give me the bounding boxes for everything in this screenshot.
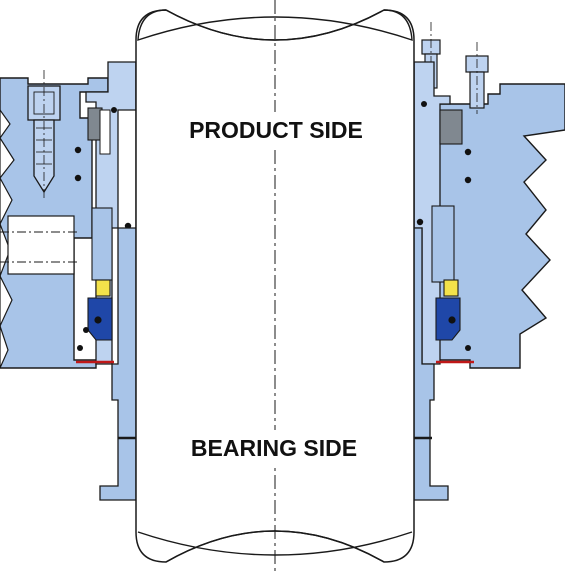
left-seal-assembly (76, 61, 137, 365)
left-seal-o-ring (94, 316, 102, 324)
left-gland-o-ring-4 (77, 345, 83, 351)
left-cap-screw (27, 70, 61, 200)
right-housing (421, 22, 565, 369)
left-pin (99, 109, 111, 155)
right-seal-face-yellow (443, 279, 459, 297)
left-seal-face-yellow (95, 279, 111, 297)
right-sleeve (413, 62, 449, 501)
left-spring-holder (91, 207, 113, 281)
left-housing-o-ring-2 (74, 174, 82, 182)
bearing-side-label-bg (166, 430, 386, 464)
right-seal-o-ring (448, 316, 456, 324)
right-housing-o-ring-1 (464, 148, 472, 156)
left-cross-bore (7, 215, 75, 275)
product-side-label: PRODUCT SIDE (189, 117, 363, 143)
left-housing (0, 70, 109, 369)
left-housing-o-ring-1 (74, 146, 82, 154)
right-spring-holder (431, 205, 455, 283)
left-sleeve (99, 62, 137, 501)
shaft-top-break (137, 9, 413, 41)
right-gland-o-ring-2 (416, 218, 424, 226)
right-housing-body (429, 83, 565, 369)
right-gland-o-ring-1 (421, 101, 427, 107)
left-gland-o-ring-1 (111, 107, 117, 113)
right-seal-ring-blue (435, 297, 461, 341)
right-seal-assembly (413, 61, 474, 365)
right-housing-o-ring-2 (464, 176, 472, 184)
shaft (135, 0, 415, 571)
right-cap-screw (465, 42, 489, 114)
right-housing-o-ring-3 (465, 345, 471, 351)
product-side-label-bg (166, 112, 386, 146)
right-drive-block (439, 109, 463, 145)
left-break-line (0, 108, 15, 369)
bearing-side-label: BEARING SIDE (191, 435, 357, 461)
left-gland-o-ring-3 (83, 327, 89, 333)
